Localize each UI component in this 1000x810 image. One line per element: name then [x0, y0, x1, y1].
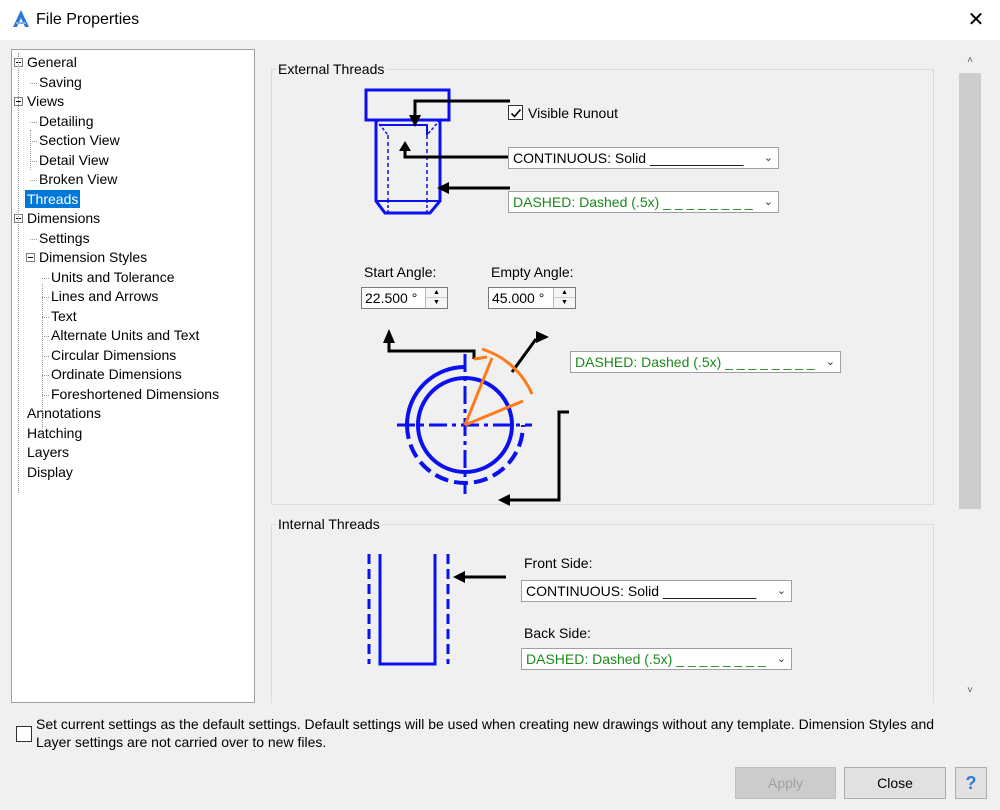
content-scrollbar[interactable]: ˄ ˅: [958, 49, 982, 703]
thread-arc-line-style-dropdown[interactable]: DASHED: Dashed (.5x) _ _ _ _ _ _ _ _ ⌄: [570, 351, 841, 373]
tree-item-alternate-units-and-text[interactable]: Alternate Units and Text: [51, 327, 200, 343]
start-angle-value: 22.500 °: [365, 290, 418, 306]
tree-item-saving[interactable]: Saving: [39, 73, 82, 90]
scroll-thumb[interactable]: [959, 73, 981, 509]
front-side-label: Front Side:: [524, 555, 593, 571]
chevron-down-icon: ⌄: [763, 196, 773, 208]
tree-item-lines-and-arrows[interactable]: Lines and Arrows: [51, 288, 159, 304]
external-thread-bolt-diagram: [364, 88, 510, 215]
chevron-down-icon: ⌄: [763, 152, 773, 164]
tree-item-views[interactable]: Views: [27, 93, 65, 109]
front-side-line-style-value: CONTINUOUS: Solid ____________: [526, 583, 757, 599]
tree-item-dimensions[interactable]: Dimensions: [27, 210, 101, 226]
tree-connector: [18, 53, 19, 493]
tree-connector: [30, 141, 37, 142]
tree-item-hatching[interactable]: Hatching: [27, 424, 83, 441]
thread-end-view-diagram: [383, 329, 569, 506]
decrement-icon[interactable]: ▼: [554, 298, 575, 308]
empty-angle-stepper[interactable]: 45.000 ° ▲ ▼: [488, 287, 576, 309]
tree-connector: [42, 284, 43, 439]
tree-connector: [42, 375, 49, 376]
scroll-up-arrow-icon[interactable]: ˄: [967, 55, 973, 66]
external-threads-title: External Threads: [276, 61, 387, 77]
tree-item-settings[interactable]: Settings: [39, 229, 90, 246]
close-button[interactable]: Close: [844, 767, 946, 799]
tree-item-foreshortened-dimensions[interactable]: Foreshortened Dimensions: [51, 385, 220, 402]
scroll-down-arrow-icon[interactable]: ˅: [967, 685, 973, 696]
internal-thread-diagram: [367, 554, 506, 666]
back-side-label: Back Side:: [524, 625, 591, 641]
tree-connector: [42, 336, 49, 337]
tree-connector: [30, 121, 37, 123]
close-window-button[interactable]: ✕: [967, 9, 985, 31]
internal-threads-group: [271, 524, 934, 703]
window-title: File Properties: [36, 11, 140, 28]
tree-item-display[interactable]: Display: [27, 463, 73, 480]
tree-item-annotations[interactable]: Annotations: [27, 405, 101, 421]
thread-arc-line-style-value: DASHED: Dashed (.5x) _ _ _ _ _ _ _ _: [575, 354, 815, 370]
decrement-icon[interactable]: ▼: [426, 298, 447, 308]
minor-line-style-value: DASHED: Dashed (.5x) _ _ _ _ _ _ _ _: [513, 194, 753, 210]
major-line-style-value: CONTINUOUS: Solid ____________: [513, 150, 744, 166]
tree-item-detailing[interactable]: Detailing: [39, 112, 94, 129]
help-button[interactable]: ?: [955, 767, 987, 799]
tree-item-detail-view[interactable]: Detail View: [39, 151, 109, 168]
front-side-line-style-dropdown[interactable]: CONTINUOUS: Solid ____________ ⌄: [521, 580, 792, 602]
empty-angle-label: Empty Angle:: [491, 264, 574, 280]
empty-angle-stepper-buttons: ▲ ▼: [553, 288, 575, 308]
tree-connector: [42, 316, 49, 318]
chevron-down-icon: ⌄: [825, 356, 835, 368]
tree-connector: [30, 82, 37, 84]
collapse-toggle-icon[interactable]: [26, 253, 35, 262]
tree-connector: [30, 238, 37, 240]
set-default-settings-label: Set current settings as the default sett…: [36, 716, 935, 750]
tree-item-section-view[interactable]: Section View: [39, 132, 120, 148]
tree-item-general[interactable]: General: [27, 54, 77, 70]
visible-runout-checkbox[interactable]: [508, 105, 523, 120]
set-default-settings-checkbox[interactable]: [16, 726, 32, 742]
major-line-style-dropdown[interactable]: CONTINUOUS: Solid ____________ ⌄: [508, 147, 779, 169]
increment-icon[interactable]: ▲: [554, 288, 575, 298]
back-side-line-style-value: DASHED: Dashed (.5x) _ _ _ _ _ _ _ _: [526, 651, 766, 667]
start-angle-label: Start Angle:: [364, 264, 437, 280]
tree-connector: [42, 277, 49, 279]
tree-connector: [42, 394, 49, 396]
tree-item-text[interactable]: Text: [51, 307, 77, 324]
chevron-down-icon: ⌄: [776, 653, 786, 665]
start-angle-stepper-buttons: ▲ ▼: [425, 288, 447, 308]
external-threads-group: [271, 69, 934, 505]
internal-threads-title: Internal Threads: [276, 516, 382, 532]
tree-connector: [42, 355, 49, 357]
tree-item-layers[interactable]: Layers: [27, 444, 70, 460]
app-logo-icon: [13, 10, 29, 27]
tree-connector: [30, 160, 37, 162]
visible-runout-label: Visible Runout: [528, 105, 619, 121]
tree-connector: [30, 130, 31, 170]
empty-angle-value: 45.000 °: [492, 290, 545, 306]
tree-connector: [42, 297, 49, 298]
tree-item-units-and-tolerance[interactable]: Units and Tolerance: [51, 268, 175, 285]
title-bar: File Properties ✕: [0, 0, 1000, 40]
chevron-down-icon: ⌄: [776, 585, 786, 597]
increment-icon[interactable]: ▲: [426, 288, 447, 298]
tree-item-dimension-styles[interactable]: Dimension Styles: [39, 249, 148, 265]
back-side-line-style-dropdown[interactable]: DASHED: Dashed (.5x) _ _ _ _ _ _ _ _ ⌄: [521, 648, 792, 670]
tree-item-broken-view[interactable]: Broken View: [39, 171, 118, 187]
tree-item-ordinate-dimensions[interactable]: Ordinate Dimensions: [51, 366, 182, 382]
threads-settings-panel: External Threads Visible Runout CONTINUO…: [262, 49, 956, 703]
start-angle-stepper[interactable]: 22.500 ° ▲ ▼: [361, 287, 448, 309]
minor-line-style-dropdown[interactable]: DASHED: Dashed (.5x) _ _ _ _ _ _ _ _ ⌄: [508, 191, 779, 213]
tree-item-circular-dimensions[interactable]: Circular Dimensions: [51, 346, 177, 363]
tree-item-threads[interactable]: Threads: [25, 189, 81, 208]
apply-button[interactable]: Apply: [735, 767, 836, 799]
tree-connector: [30, 180, 37, 181]
